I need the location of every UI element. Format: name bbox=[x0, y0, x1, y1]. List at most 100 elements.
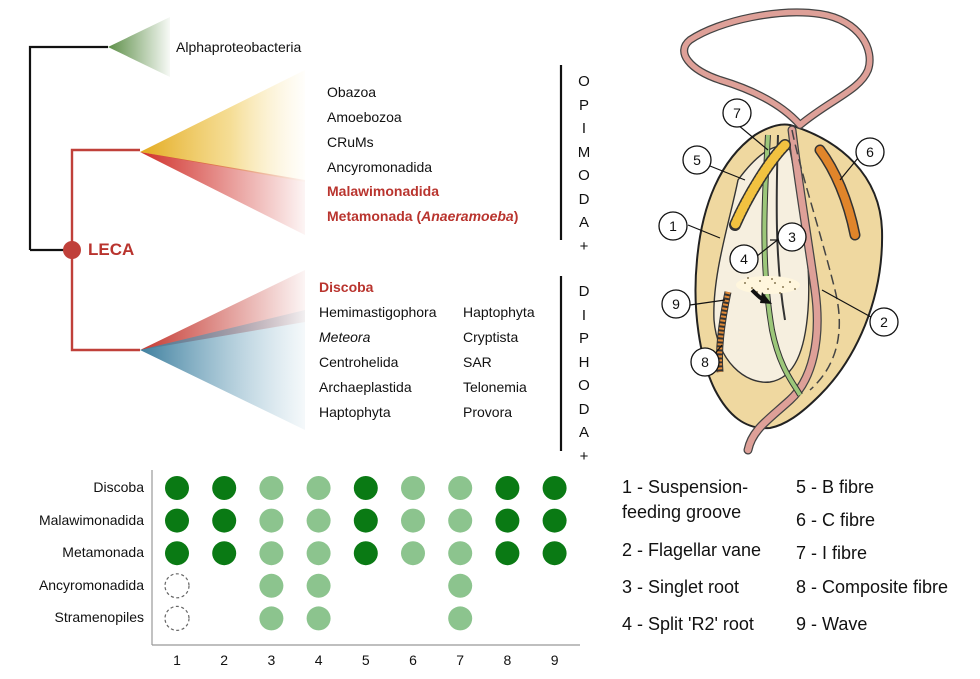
presence-dot-malawimonadida-9 bbox=[542, 508, 567, 533]
taxon-cryptista: Cryptista bbox=[463, 329, 519, 345]
presence-dot-discoba-6 bbox=[401, 476, 425, 500]
wave-particles bbox=[744, 277, 796, 294]
legend-item-1: 1 - Suspension- feeding groove bbox=[622, 475, 748, 525]
metamonada-prefix: Metamonada ( bbox=[327, 208, 422, 224]
opimoda-letter: O bbox=[578, 167, 590, 184]
presence-dot-metamonada-5 bbox=[353, 541, 378, 566]
legend-item-6: 6 - C fibre bbox=[796, 510, 876, 530]
wave-arrow-shaft bbox=[750, 288, 767, 302]
taxon-telonemia: Telonemia bbox=[463, 379, 527, 395]
grid-column-label-2: 2 bbox=[220, 652, 229, 668]
presence-dot-discoba-7 bbox=[448, 476, 473, 500]
taxon-haptophyta-1: Haptophyta bbox=[319, 404, 391, 420]
presence-dot-stramenopiles-1 bbox=[164, 605, 190, 632]
diphoda-letter: + bbox=[579, 447, 589, 465]
diphoda-letter: H bbox=[578, 353, 590, 371]
presence-dot-ancyromonadida-3 bbox=[259, 573, 284, 598]
legend-item-8: 8 - Composite fibre bbox=[796, 577, 949, 597]
presence-dot-malawimonadida-6 bbox=[401, 508, 425, 533]
taxon-archaeplastida: Archaeplastida bbox=[319, 379, 412, 395]
taxon-discoba: Discoba bbox=[319, 279, 374, 295]
presence-dot-ancyromonadida-1 bbox=[164, 573, 190, 599]
presence-dot-malawimonadida-3 bbox=[259, 508, 284, 533]
callout-number-1: 1 bbox=[669, 218, 677, 234]
taxon-meteora: Meteora bbox=[319, 329, 371, 345]
posterior-flagellum bbox=[744, 126, 821, 454]
opimoda-letter: D bbox=[578, 190, 590, 208]
diphoda-letter: P bbox=[578, 330, 589, 347]
diphoda-letter: A bbox=[578, 424, 589, 441]
c-fibre bbox=[816, 146, 859, 239]
grid-column-label-9: 9 bbox=[550, 652, 559, 668]
callout-circle-8 bbox=[690, 347, 720, 377]
diphoda-letter: D bbox=[578, 283, 590, 300]
presence-dot-metamonada-9 bbox=[542, 541, 567, 566]
callout-number-4: 4 bbox=[740, 251, 748, 267]
callout-number-3: 3 bbox=[788, 229, 796, 245]
presence-dot-malawimonadida-4 bbox=[306, 508, 331, 533]
callout-number-8: 8 bbox=[701, 354, 709, 370]
wave-zone bbox=[736, 276, 800, 294]
legend-item-7: 7 - I fibre bbox=[796, 543, 868, 563]
legend-item-9: 9 - Wave bbox=[796, 614, 868, 634]
presence-dot-stramenopiles-7 bbox=[448, 606, 473, 631]
legend-item-2: 2 - Flagellar vane bbox=[622, 540, 762, 560]
presence-dot-discoba-5 bbox=[353, 476, 378, 500]
grid-column-label-5: 5 bbox=[361, 652, 370, 668]
taxon-centrohelida: Centrohelida bbox=[319, 354, 399, 370]
taxon-crums: CRuMs bbox=[327, 134, 374, 150]
presence-dot-malawimonadida-8 bbox=[495, 508, 520, 533]
presence-dot-stramenopiles-4 bbox=[306, 606, 331, 631]
taxon-hemimastigophora: Hemimastigophora bbox=[319, 304, 437, 320]
opimoda-fan bbox=[140, 70, 305, 182]
grid-column-label-6: 6 bbox=[409, 652, 417, 668]
grid-column-label-8: 8 bbox=[503, 652, 512, 668]
grid-row-label-metamonada: Metamonada bbox=[62, 544, 144, 561]
diphoda-letter: D bbox=[578, 400, 590, 418]
grid-column-label-7: 7 bbox=[456, 652, 465, 668]
opimoda-letter: A bbox=[578, 214, 589, 231]
presence-dot-discoba-2 bbox=[212, 476, 237, 500]
metamonada-italic: Anaeramoeba bbox=[421, 208, 514, 224]
presence-dot-metamonada-4 bbox=[306, 541, 331, 566]
grid-row-label-discoba: Discoba bbox=[93, 479, 144, 495]
legend-item-5: 5 - B fibre bbox=[796, 477, 875, 497]
presence-dot-discoba-1 bbox=[165, 476, 189, 500]
callout-number-7: 7 bbox=[733, 105, 741, 121]
taxon-haptophyta-2: Haptophyta bbox=[463, 304, 535, 320]
callout-circle-9 bbox=[661, 289, 691, 319]
presence-dot-discoba-9 bbox=[542, 476, 567, 500]
grid-row-label-stramenopiles: Stramenopiles bbox=[54, 609, 145, 626]
presence-dot-discoba-3 bbox=[259, 476, 284, 500]
presence-dot-discoba-8 bbox=[495, 476, 520, 500]
callout-circle-4 bbox=[729, 244, 759, 274]
composite-fibre bbox=[717, 291, 731, 373]
callout-number-5: 5 bbox=[693, 152, 701, 168]
legend-item-4: 4 - Split 'R2' root bbox=[622, 614, 754, 634]
callout-number-6: 6 bbox=[866, 144, 874, 160]
grid-row-label-ancyromonadida: Ancyromonadida bbox=[38, 576, 144, 593]
legend-1-line-1: 1 - Suspension- bbox=[622, 477, 749, 497]
diphoda-letter: O bbox=[578, 377, 590, 394]
feeding-groove bbox=[713, 145, 810, 383]
opimoda-letter: + bbox=[579, 237, 589, 255]
callout-circle-1 bbox=[658, 211, 688, 241]
presence-dot-metamonada-3 bbox=[259, 541, 284, 566]
callout-circle-2 bbox=[869, 307, 899, 337]
presence-dot-malawimonadida-1 bbox=[165, 508, 189, 533]
flagellar-vane-edge bbox=[791, 129, 841, 391]
callout-number-9: 9 bbox=[672, 296, 680, 312]
presence-dot-malawimonadida-7 bbox=[448, 508, 473, 533]
discoba-fan bbox=[140, 270, 305, 350]
leca-label: LECA bbox=[88, 240, 135, 259]
taxon-sar: SAR bbox=[463, 354, 492, 370]
callout-circle-5 bbox=[682, 145, 712, 175]
grid-row-label-malawimonadida: Malawimonadida bbox=[38, 511, 144, 528]
taxon-provora: Provora bbox=[463, 404, 513, 420]
presence-dot-ancyromonadida-4 bbox=[306, 573, 331, 598]
presence-dot-ancyromonadida-7 bbox=[448, 573, 473, 598]
